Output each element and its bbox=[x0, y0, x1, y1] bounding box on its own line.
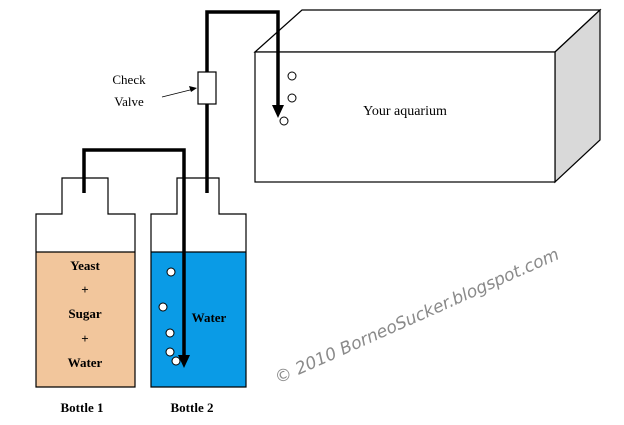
bottle-1-contents: Yeast + Sugar + Water bbox=[68, 258, 103, 370]
bottle-1-liquid bbox=[36, 252, 135, 387]
check-valve-label-line2: Valve bbox=[114, 94, 144, 109]
check-valve bbox=[197, 71, 217, 105]
aquarium-tank bbox=[253, 8, 602, 184]
aquarium-bubbles bbox=[279, 71, 297, 126]
bottle-2-bubble bbox=[171, 356, 181, 366]
bottle-1-content-plus-1: + bbox=[81, 282, 88, 297]
bottle-2-label: Bottle 2 bbox=[171, 400, 214, 415]
bottle-1 bbox=[35, 177, 136, 388]
check-valve-pointer bbox=[161, 88, 195, 98]
bottle-2-content-water: Water bbox=[192, 310, 227, 325]
check-valve-label-line1: Check bbox=[112, 72, 146, 87]
bottle-1-content-sugar: Sugar bbox=[68, 306, 101, 321]
aquarium-bubble bbox=[287, 71, 297, 81]
bottle-1-content-water: Water bbox=[68, 355, 103, 370]
bottle-1-outline bbox=[35, 177, 136, 388]
tube-arrowhead-bottle2 bbox=[178, 355, 190, 368]
bottle-1-content-yeast: Yeast bbox=[70, 258, 100, 273]
bottle-2-liquid bbox=[151, 252, 246, 387]
aquarium-front-face bbox=[254, 51, 556, 183]
tube-arrowhead-aquarium bbox=[272, 105, 284, 118]
bottle-2-outline bbox=[150, 177, 247, 388]
bottle-2-bubble bbox=[165, 347, 175, 357]
aquarium-bubble bbox=[287, 93, 297, 103]
tube-bottle1-to-bottle2 bbox=[82, 148, 190, 368]
check-valve-pointer-head bbox=[189, 86, 197, 92]
aquarium-label: Your aquarium bbox=[363, 104, 447, 119]
bottle-2-bubble bbox=[158, 302, 168, 312]
aquarium-top-face bbox=[253, 9, 602, 53]
bottle-1-label: Bottle 1 bbox=[61, 400, 104, 415]
bottle-2-bubble bbox=[165, 328, 175, 338]
bottle-2-bubbles bbox=[158, 267, 181, 366]
bottle-2-bubble bbox=[166, 267, 176, 277]
watermark: © 2010 BorneoSucker.blogspot.com bbox=[272, 245, 562, 389]
bottle-1-content-plus-2: + bbox=[81, 331, 88, 346]
bottle-2 bbox=[150, 177, 247, 388]
aquarium-bubble bbox=[279, 116, 289, 126]
